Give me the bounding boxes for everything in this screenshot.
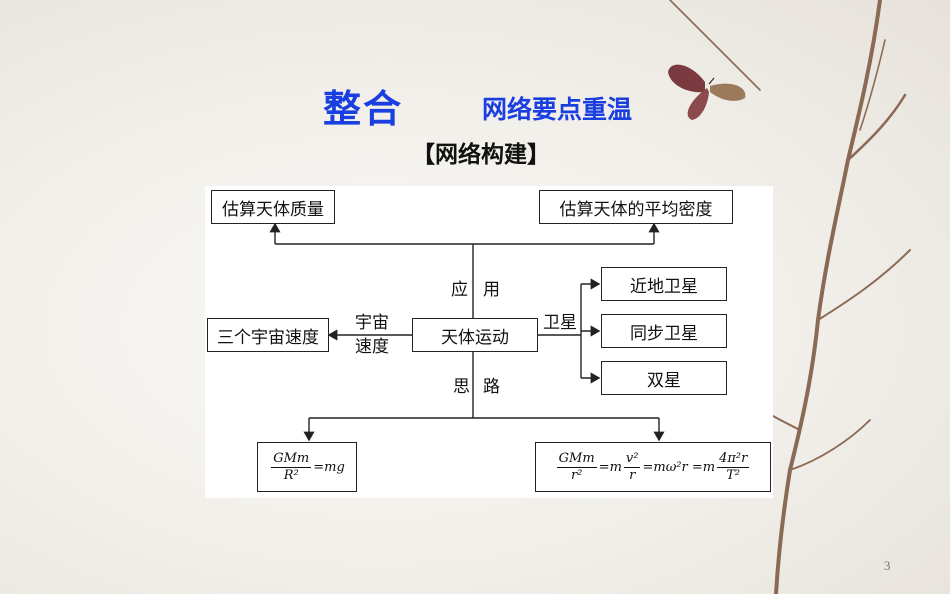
formula-f2-numerator: v² (623, 450, 641, 468)
formula-f3-numerator: 4π²r (717, 450, 750, 468)
connector-lines (269, 222, 665, 442)
butterfly-icon (668, 64, 746, 120)
concept-map: 估算天体质量 估算天体的平均密度 天体运动 三个宇宙速度 近地卫星 同步卫星 双… (205, 186, 773, 498)
label-satellite: 卫星 (543, 313, 577, 333)
formula-f1-numerator: GMm (556, 450, 597, 468)
title-subtitle: 网络要点重温 (482, 95, 633, 124)
box-cosmic-speeds: 三个宇宙速度 (207, 318, 329, 352)
box-estimate-mass: 估算天体质量 (211, 190, 335, 224)
label-approach-1: 思 (453, 377, 470, 397)
section-heading: 【网络构建】 (412, 142, 550, 168)
box-near-earth-satellite: 近地卫星 (601, 267, 727, 301)
box-formula-orbit: GMm r² =m v² r =mω²r =m 4π²r T² (535, 442, 771, 492)
title-main: 整合 (323, 87, 404, 131)
formula-eq2: =mω²r =m (642, 459, 716, 475)
formula-surface-rhs: =mg (313, 459, 345, 475)
formula-orbital-motion: GMm r² =m v² r =mω²r =m 4π²r T² (555, 451, 752, 484)
label-cosmic-1: 宇宙 (355, 313, 389, 333)
formula-surface-numerator: GMm (271, 450, 312, 468)
formula-surface-denominator: R² (283, 467, 299, 483)
formula-surface-gravity: GMm R² =mg (269, 451, 345, 484)
label-application-1: 应 (451, 280, 468, 300)
formula-eq1: =m (598, 459, 622, 475)
label-cosmic-2: 速度 (355, 337, 389, 357)
box-binary-star: 双星 (601, 361, 727, 395)
label-approach-2: 路 (483, 377, 500, 397)
box-formula-surface: GMm R² =mg (257, 442, 357, 492)
formula-f2-denominator: r (629, 467, 636, 483)
formula-f1-denominator: r² (570, 467, 583, 483)
box-celestial-motion: 天体运动 (412, 318, 538, 352)
box-geostationary-satellite: 同步卫星 (601, 314, 727, 348)
label-application-2: 用 (483, 280, 500, 300)
box-estimate-density: 估算天体的平均密度 (539, 190, 733, 224)
formula-f3-denominator: T² (726, 467, 741, 483)
page-number: 3 (884, 558, 891, 573)
